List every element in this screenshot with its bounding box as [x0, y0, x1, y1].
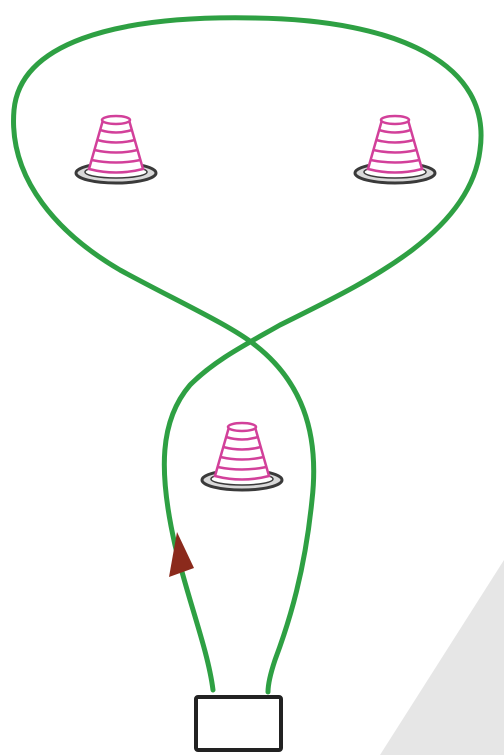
cone-top-left [76, 116, 156, 183]
cone-top-right [355, 116, 435, 183]
cone-top [102, 116, 130, 124]
corner-shadow [380, 560, 504, 755]
cone-top [228, 423, 256, 431]
cone-body [89, 120, 143, 173]
cone-center [202, 423, 282, 490]
running-path [14, 18, 482, 692]
cone-top [381, 116, 409, 124]
cone-body [215, 427, 269, 480]
start-box [196, 697, 281, 750]
cone-body [368, 120, 422, 173]
